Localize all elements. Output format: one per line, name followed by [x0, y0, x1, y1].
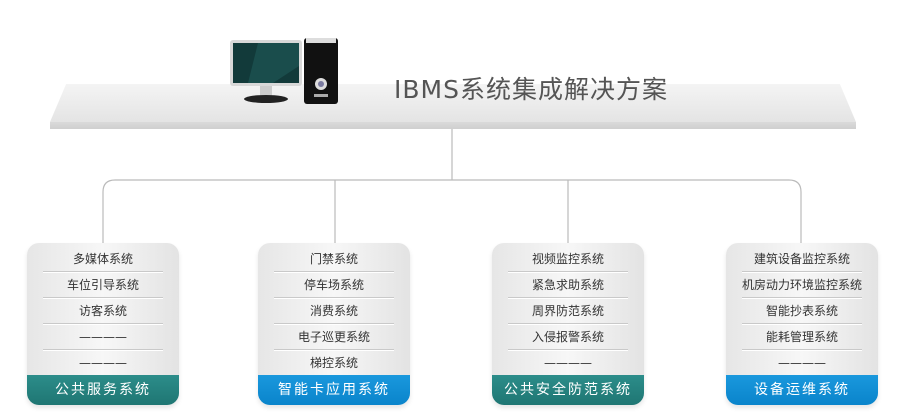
diagram-title: IBMS系统集成解决方案 — [394, 75, 668, 104]
list-item: ———— — [27, 351, 179, 377]
list-item: 能耗管理系统 — [726, 325, 878, 351]
card-footer: 公共安全防范系统 — [492, 375, 644, 405]
list-item: 多媒体系统 — [27, 247, 179, 273]
card-public-service: 多媒体系统 车位引导系统 访客系统 ———— ———— 公共服务系统 — [27, 243, 179, 405]
card-public-security: 视频监控系统 紧急求助系统 周界防范系统 入侵报警系统 ———— 公共安全防范系… — [492, 243, 644, 405]
list-item: 智能抄表系统 — [726, 299, 878, 325]
list-item: 梯控系统 — [258, 351, 410, 377]
card-footer: 智能卡应用系统 — [258, 375, 410, 405]
platform-edge — [50, 122, 856, 129]
card-equipment-ops: 建筑设备监控系统 机房动力环境监控系统 智能抄表系统 能耗管理系统 ———— 设… — [726, 243, 878, 405]
list-item: 访客系统 — [27, 299, 179, 325]
list-item: 电子巡更系统 — [258, 325, 410, 351]
list-item: 车位引导系统 — [27, 273, 179, 299]
list-item: ———— — [726, 351, 878, 377]
list-item: 视频监控系统 — [492, 247, 644, 273]
computer-icon — [230, 38, 338, 104]
list-item: 周界防范系统 — [492, 299, 644, 325]
list-item: 紧急求助系统 — [492, 273, 644, 299]
platform — [50, 84, 856, 122]
list-item: 机房动力环境监控系统 — [726, 273, 878, 299]
list-item: ———— — [27, 325, 179, 351]
card-footer: 公共服务系统 — [27, 375, 179, 405]
branch-line — [102, 179, 802, 243]
card-footer: 设备运维系统 — [726, 375, 878, 405]
list-item: 停车场系统 — [258, 273, 410, 299]
list-item: 消费系统 — [258, 299, 410, 325]
list-item: 门禁系统 — [258, 247, 410, 273]
list-item: 入侵报警系统 — [492, 325, 644, 351]
card-smart-card: 门禁系统 停车场系统 消费系统 电子巡更系统 梯控系统 智能卡应用系统 — [258, 243, 410, 405]
list-item: ———— — [492, 351, 644, 377]
list-item: 建筑设备监控系统 — [726, 247, 878, 273]
